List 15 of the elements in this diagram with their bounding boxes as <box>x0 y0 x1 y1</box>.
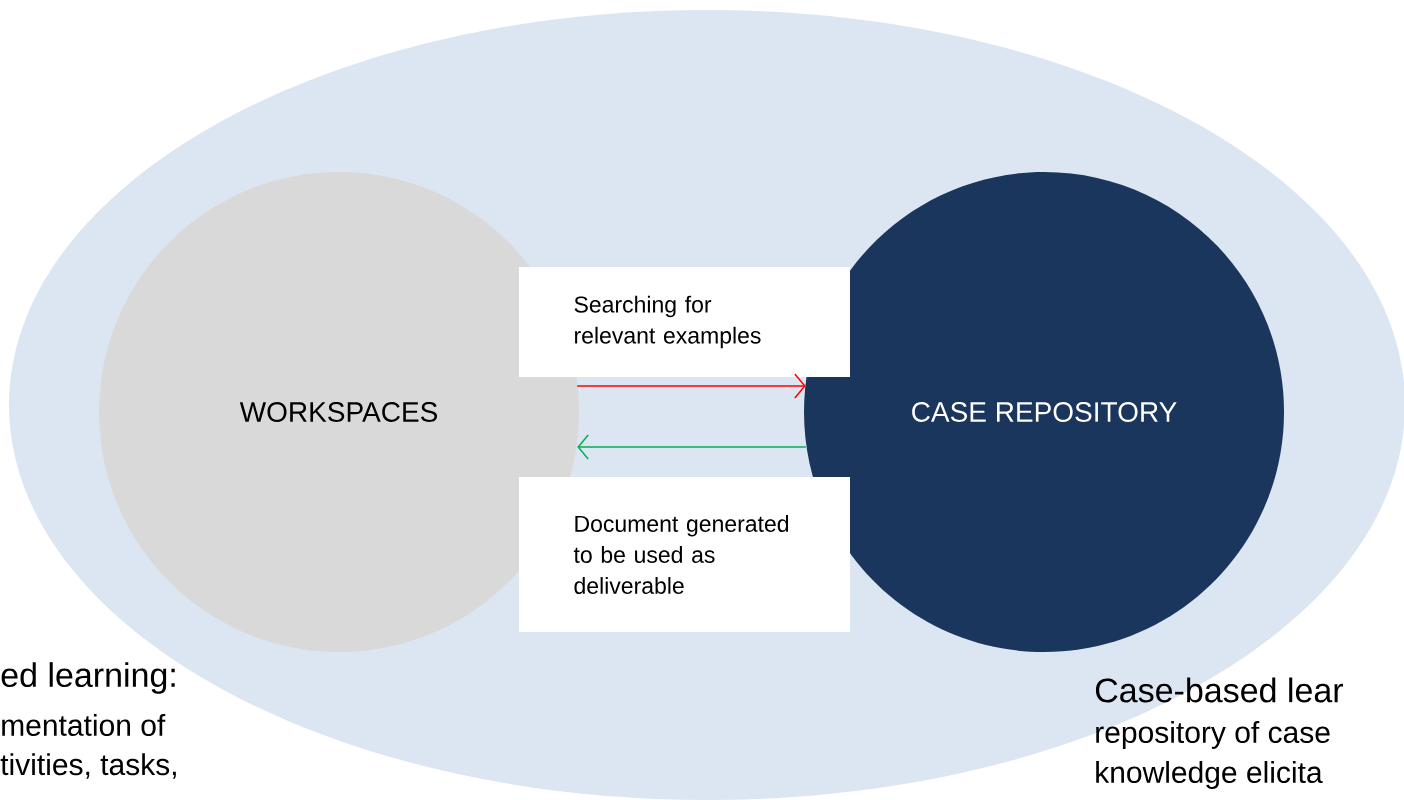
circle <box>804 172 1284 652</box>
caption-text: knowledge elicita <box>1096 761 1323 789</box>
arrow <box>576 373 806 399</box>
node-text: WORKSPACES <box>239 402 438 422</box>
caption-text: tivities, tasks, <box>0 753 176 779</box>
caption-text: repository of case <box>1096 721 1330 749</box>
node-text: Searching for relevant examples <box>574 295 761 349</box>
text-box <box>519 267 850 377</box>
text-box <box>519 477 850 632</box>
node-text: Document generated to be used as deliverable <box>573 515 789 594</box>
caption-text: ed learning: <box>1 662 175 694</box>
caption-text: Case-based lear <box>1095 677 1344 703</box>
caption-text: mentation of <box>2 714 166 736</box>
node-text: CASE REPOSITORY <box>912 402 1177 422</box>
arrow <box>577 434 807 460</box>
